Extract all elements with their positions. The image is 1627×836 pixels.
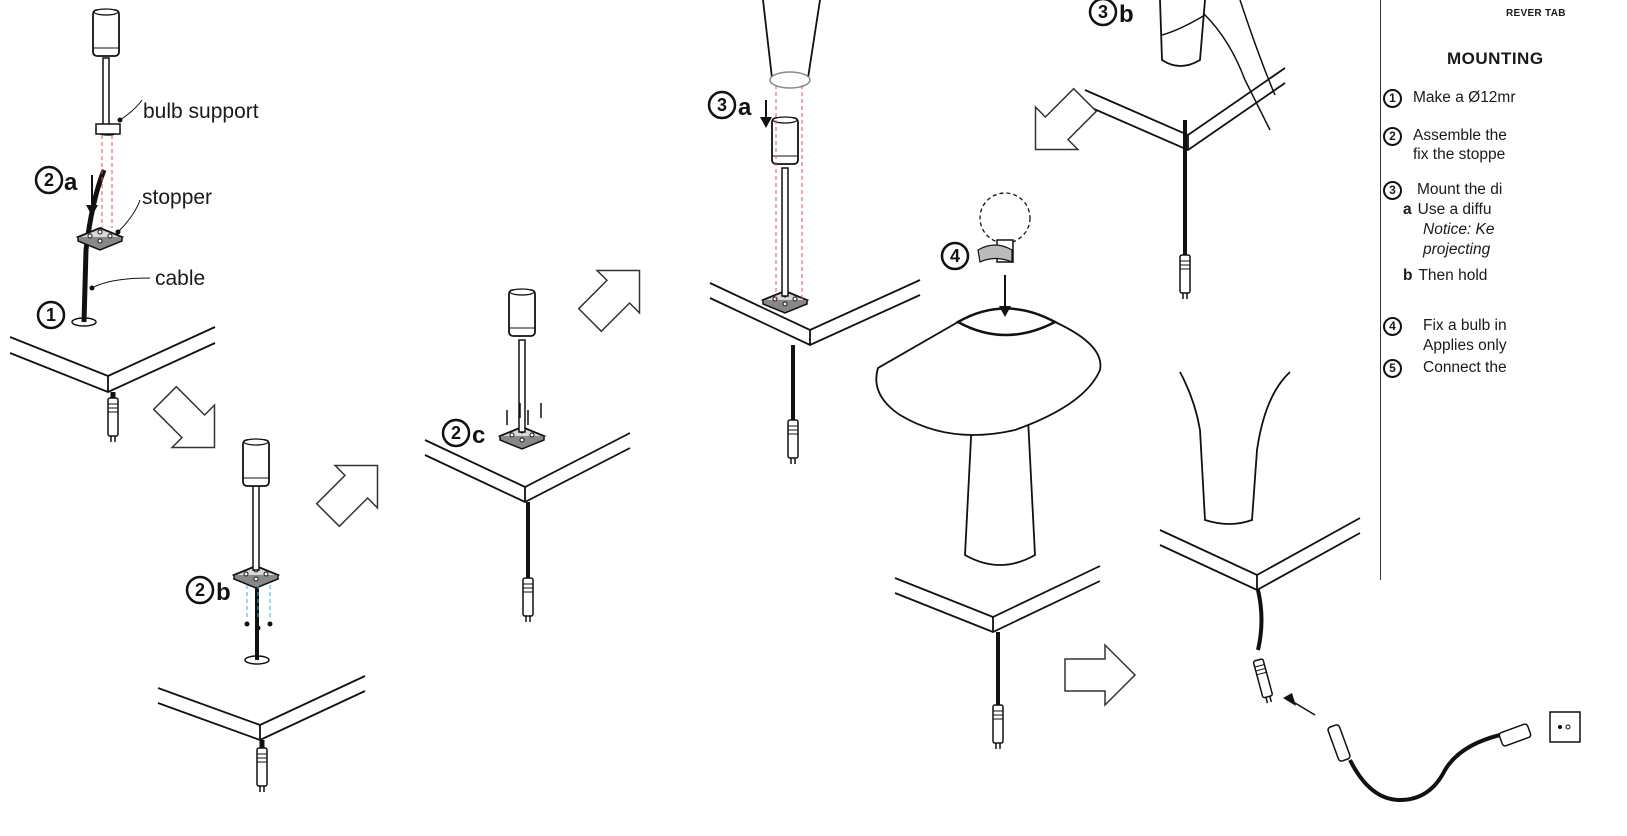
step-2b-marker: 2 b <box>187 577 231 606</box>
section-title: MOUNTING <box>1447 49 1544 69</box>
flow-arrow <box>1065 645 1135 705</box>
step-2c-illustration <box>425 289 630 622</box>
svg-text:a: a <box>738 94 752 121</box>
instruction-4-line-1: Fix a bulb in <box>1423 316 1507 335</box>
document-title: REVER TAB <box>1506 8 1566 19</box>
instructions-panel: REVER TAB MOUNTING 1 Make a Ø12mr 2 Asse… <box>1380 0 1627 580</box>
svg-text:3: 3 <box>717 95 727 115</box>
svg-text:3: 3 <box>1098 2 1108 22</box>
instruction-1-number: 1 <box>1383 89 1402 108</box>
step-4-marker: 4 <box>942 243 968 269</box>
step-1-marker: 1 <box>38 302 64 328</box>
instruction-4-number: 4 <box>1383 317 1402 336</box>
instruction-2-line-2: fix the stoppe <box>1413 145 1505 164</box>
svg-text:a: a <box>64 169 78 196</box>
label-stopper: stopper <box>142 186 212 209</box>
instruction-3a-note-line-1: Notice: Ke <box>1423 220 1495 239</box>
flow-arrow <box>144 377 236 469</box>
svg-text:2: 2 <box>195 580 205 600</box>
svg-text:b: b <box>216 579 231 606</box>
instruction-3a-letter: a <box>1403 201 1412 218</box>
instruction-5-text: Connect the <box>1423 358 1507 377</box>
instruction-3-text: Mount the di <box>1417 180 1502 199</box>
instruction-3a-note-line-2: projecting <box>1423 240 1490 259</box>
instruction-1-text: Make a Ø12mr <box>1413 88 1516 107</box>
svg-text:c: c <box>472 422 485 449</box>
svg-text:1: 1 <box>46 305 56 325</box>
step-2c-marker: 2 c <box>443 420 485 449</box>
svg-text:b: b <box>1119 1 1134 28</box>
label-cable: cable <box>155 267 205 290</box>
instruction-3b-text: Then hold <box>1418 267 1487 284</box>
instruction-4-line-2: Applies only <box>1423 336 1507 355</box>
label-bulb-support: bulb support <box>143 100 259 123</box>
instruction-5-number: 5 <box>1383 359 1402 378</box>
instruction-3a: a Use a diffu <box>1403 200 1491 219</box>
flow-arrow <box>307 444 399 536</box>
instruction-2-number: 2 <box>1383 127 1402 146</box>
step-3b-marker: 3 b <box>1090 0 1134 28</box>
instruction-3a-text: Use a diffu <box>1418 201 1492 218</box>
step-1-illustration <box>10 9 215 442</box>
instruction-2-line-1: Assemble the <box>1413 126 1507 145</box>
instruction-3b-letter: b <box>1403 267 1412 284</box>
step-3a-marker: 3 a <box>709 92 752 121</box>
svg-text:4: 4 <box>950 246 960 266</box>
instruction-3-number: 3 <box>1383 181 1402 200</box>
svg-text:2: 2 <box>451 423 461 443</box>
step-2a-marker: 2 a <box>36 167 78 196</box>
svg-text:2: 2 <box>44 170 54 190</box>
step-3b-illustration <box>1085 0 1285 299</box>
flow-arrow <box>569 249 661 341</box>
instruction-3b: b Then hold <box>1403 266 1487 285</box>
